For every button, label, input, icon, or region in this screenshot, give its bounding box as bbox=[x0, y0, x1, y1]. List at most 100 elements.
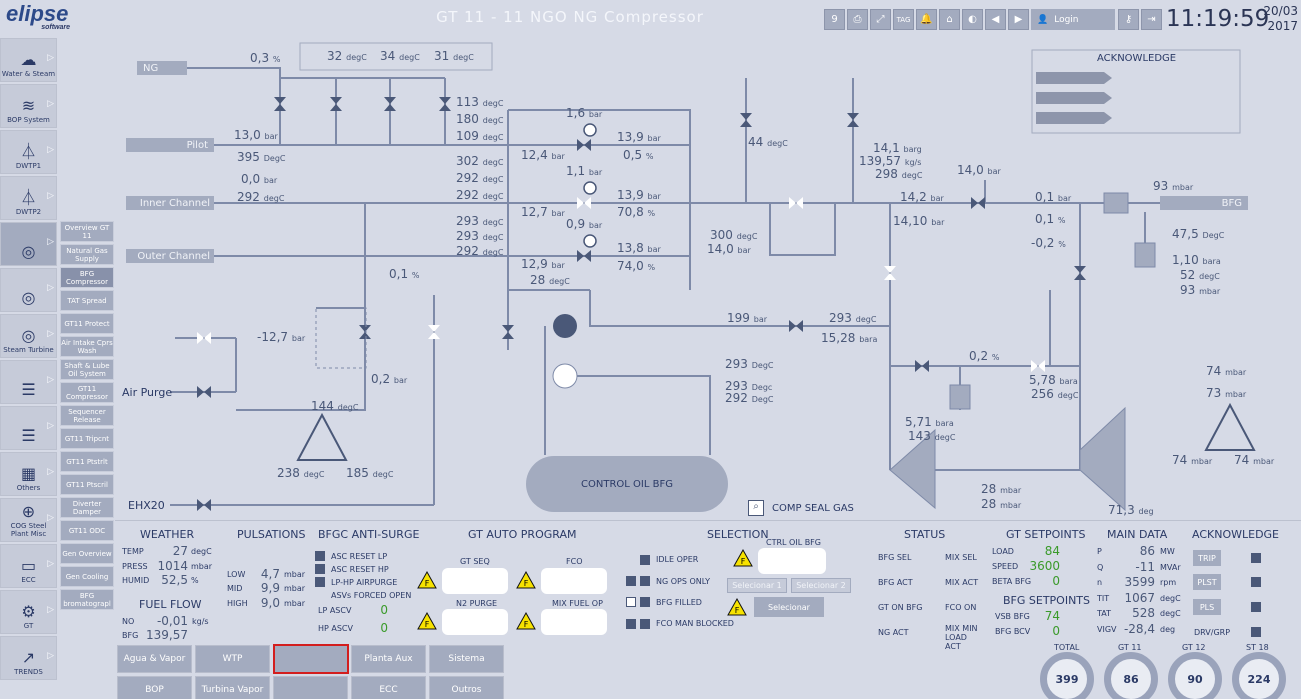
bottom-nav-button[interactable] bbox=[273, 676, 348, 699]
main-data-unit: deg bbox=[1160, 624, 1176, 634]
subnav-item[interactable]: GT11 Protect bbox=[60, 313, 114, 334]
sidebar-item-8[interactable]: ☰▷ bbox=[0, 406, 57, 450]
n2-purge-button[interactable] bbox=[442, 609, 508, 635]
bottom-nav-button[interactable]: BOP bbox=[117, 676, 192, 699]
sidebar-item-3[interactable]: ⏃DWTP2▷ bbox=[0, 176, 57, 220]
asc-reset-lp-box[interactable] bbox=[315, 551, 325, 561]
select-2-button[interactable]: Selecionar 2 bbox=[791, 578, 851, 593]
bottom-nav-button[interactable]: Planta Aux bbox=[351, 645, 426, 673]
subnav-item[interactable]: Overview GT 11 bbox=[60, 221, 114, 242]
screen-number-button[interactable]: 9 bbox=[824, 9, 845, 30]
main-data-value: 86 bbox=[1139, 544, 1155, 558]
subnav-item[interactable]: Gen Cooling bbox=[60, 566, 114, 587]
subnav-item[interactable]: GT11 ODC bbox=[60, 520, 114, 541]
fullscreen-icon[interactable]: ⤢ bbox=[870, 9, 891, 30]
search-icon[interactable]: ⌕ bbox=[748, 500, 764, 516]
print-icon[interactable]: ⎙ bbox=[847, 9, 868, 30]
asc-reset-hp-box[interactable] bbox=[315, 564, 325, 574]
r3: -0,2 % bbox=[1031, 236, 1066, 250]
bottom-nav-button[interactable]: ECC bbox=[351, 676, 426, 699]
bfg-filled-box[interactable] bbox=[640, 597, 650, 607]
login-button[interactable]: 👤Login bbox=[1031, 9, 1115, 30]
select-1-button[interactable]: Selecionar 1 bbox=[727, 578, 787, 593]
bfg-filled-checkbox[interactable] bbox=[626, 597, 636, 607]
subnav-item[interactable]: Diverter Damper bbox=[60, 497, 114, 518]
home-icon[interactable]: ⌂ bbox=[939, 9, 960, 30]
subnav-item[interactable]: GT11 Ptstrlt bbox=[60, 451, 114, 472]
svg-text:F: F bbox=[524, 620, 529, 629]
pls-button[interactable]: PLS bbox=[1193, 599, 1221, 615]
c6: 292 degC bbox=[456, 188, 504, 202]
subnav-item[interactable]: Natural Gas Supply bbox=[60, 244, 114, 265]
subnav-item[interactable]: GT11 Ptscril bbox=[60, 474, 114, 495]
airpurge-box[interactable] bbox=[315, 577, 325, 587]
subnav-item[interactable]: Sequencer Release bbox=[60, 405, 114, 426]
mix-fuel-button[interactable] bbox=[541, 609, 607, 635]
subnav-item[interactable]: GT11 Compressor bbox=[60, 382, 114, 403]
comp-seal-gas-label: COMP SEAL GAS bbox=[772, 503, 854, 514]
alarm-bell-icon[interactable]: 🔔 bbox=[916, 9, 937, 30]
high-value: 9,0 bbox=[260, 596, 280, 610]
main-data-value: 3599 bbox=[1124, 575, 1155, 589]
sidebar-item-7[interactable]: ☰▷ bbox=[0, 360, 57, 404]
sidebar-item-12[interactable]: ⚙GT▷ bbox=[0, 590, 57, 634]
bfg-tag: BFG bbox=[1160, 196, 1248, 210]
subnav-item[interactable]: Air Intake Cprs Wash bbox=[60, 336, 114, 357]
idle-oper-box[interactable] bbox=[640, 555, 650, 565]
bottom-nav-button[interactable]: Turbina Vapor bbox=[195, 676, 270, 699]
sidebar-item-1[interactable]: ≋BOP System▷ bbox=[0, 84, 57, 128]
sidebar-item-2[interactable]: ⏃DWTP1▷ bbox=[0, 130, 57, 174]
key-icon[interactable]: ⚷ bbox=[1118, 9, 1139, 30]
mid-value: 9,9 bbox=[260, 581, 280, 595]
ng-ops-box-b[interactable] bbox=[640, 576, 650, 586]
fco-blocked-box-a[interactable] bbox=[626, 619, 636, 629]
gt-seq-button[interactable] bbox=[442, 568, 508, 594]
select-button[interactable]: Selecionar bbox=[754, 597, 824, 617]
ctrl-oil-button[interactable] bbox=[758, 548, 826, 574]
press-value: 1014 bbox=[157, 559, 188, 573]
b578: 5,78 bara bbox=[1029, 373, 1078, 387]
sidebar-item-6[interactable]: ◎Steam Turbine▷ bbox=[0, 314, 57, 358]
fco-blocked-box-b[interactable] bbox=[640, 619, 650, 629]
logout-icon[interactable]: ⇥ bbox=[1141, 9, 1162, 30]
c4: 302 degC bbox=[456, 154, 504, 168]
bottom-nav-button[interactable]: Outros bbox=[429, 676, 504, 699]
main-data-label: TIT bbox=[1097, 593, 1110, 603]
b571: 5,71 bara bbox=[905, 415, 954, 429]
next-icon[interactable]: ▶ bbox=[1008, 9, 1029, 30]
ng-ops-box-a[interactable] bbox=[626, 576, 636, 586]
sidebar-item-5[interactable]: ◎▷ bbox=[0, 268, 57, 312]
subnav-item[interactable]: GT11 Tripcnt bbox=[60, 428, 114, 449]
bottom-nav-button[interactable]: WTP bbox=[195, 645, 270, 673]
sidebar-item-4[interactable]: ◎▷ bbox=[0, 222, 57, 266]
subnav-item[interactable]: TAT Spread bbox=[60, 290, 114, 311]
gauge-dial: 86 bbox=[1104, 652, 1158, 699]
main-data-unit: degC bbox=[1160, 609, 1181, 618]
tag-button[interactable]: TAG bbox=[893, 9, 914, 30]
low-label: LOW bbox=[227, 570, 246, 579]
bottom-nav-button[interactable]: Sistema bbox=[429, 645, 504, 673]
sidebar-item-11[interactable]: ▭ECC▷ bbox=[0, 544, 57, 588]
subnav-item[interactable]: BFG Compressor bbox=[60, 267, 114, 288]
expand-arrow-icon: ▷ bbox=[47, 145, 54, 155]
expand-arrow-icon: ▷ bbox=[47, 421, 54, 431]
subnav-item[interactable]: Shaft & Lube Oil System bbox=[60, 359, 114, 380]
fco-button[interactable] bbox=[541, 568, 607, 594]
acknowledge-panel-title: ACKNOWLEDGE bbox=[1097, 53, 1177, 64]
sidebar-item-9[interactable]: ▦Others▷ bbox=[0, 452, 57, 496]
sidebar-item-13[interactable]: ↗TRENDS▷ bbox=[0, 636, 57, 680]
plst-button[interactable]: PLST bbox=[1193, 574, 1221, 590]
palette-icon[interactable]: ◐ bbox=[962, 9, 983, 30]
t238: 238 degC bbox=[277, 466, 325, 480]
bottom-nav-button[interactable]: Agua & Vapor bbox=[117, 645, 192, 673]
pilot-degc: 395 DegC bbox=[237, 150, 286, 164]
subnav-item[interactable]: Gen Overview bbox=[60, 543, 114, 564]
subnav-item[interactable]: BFG bromatograpl bbox=[60, 589, 114, 610]
trip-button[interactable]: TRIP bbox=[1193, 550, 1221, 566]
sidebar-item-10[interactable]: ⊕COG Steel Plant Misc▷ bbox=[0, 498, 57, 542]
no-label: NO bbox=[122, 617, 135, 626]
sidebar-item-0[interactable]: ☁Water & Steam▷ bbox=[0, 38, 57, 82]
gear-icon: ⚙ bbox=[21, 602, 36, 621]
prev-icon[interactable]: ◀ bbox=[985, 9, 1006, 30]
expand-arrow-icon: ▷ bbox=[47, 53, 54, 63]
